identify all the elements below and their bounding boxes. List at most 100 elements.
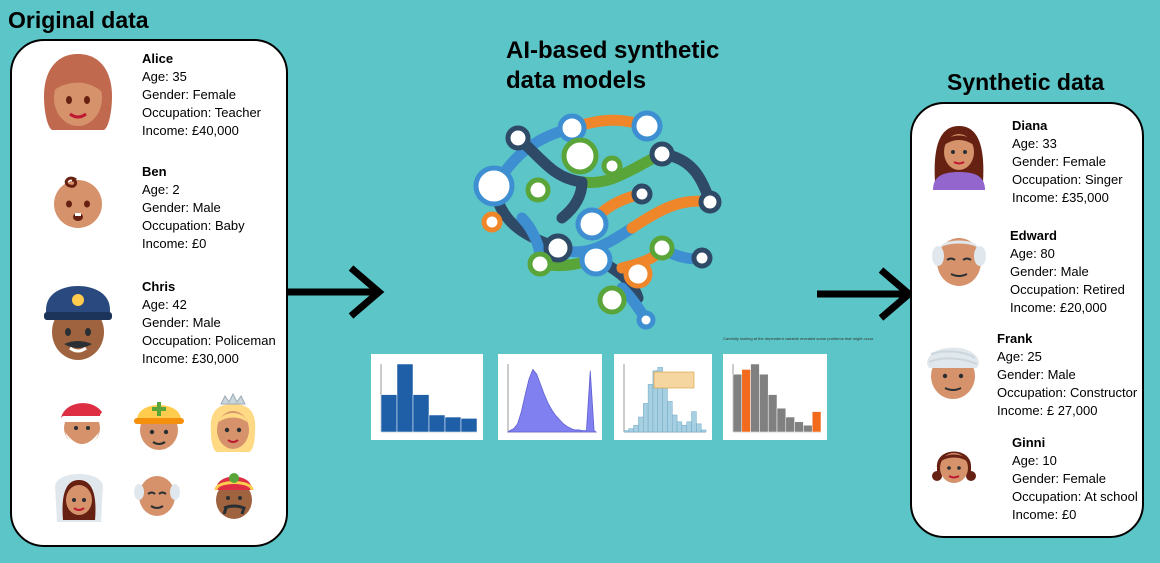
person-card-chris: Chris Age: 42 Gender: Male Occupation: P… bbox=[142, 278, 276, 368]
person-occupation: Occupation: Teacher bbox=[142, 105, 261, 120]
chart-bar bbox=[811, 411, 822, 433]
person-occupation: Occupation: Retired bbox=[1010, 282, 1125, 297]
chart-bar bbox=[686, 421, 692, 433]
chart-bar bbox=[794, 421, 804, 433]
person-gender: Gender: Male bbox=[142, 200, 221, 215]
chart-bar bbox=[633, 424, 639, 433]
models-title-line-2: data models bbox=[506, 67, 647, 94]
arrow-right-icon bbox=[287, 265, 385, 319]
chart-thumbnail-2 bbox=[498, 354, 602, 440]
police-officer-icon bbox=[44, 286, 112, 360]
person-name: Frank bbox=[997, 331, 1033, 346]
person-occupation: Occupation: Singer bbox=[1012, 172, 1123, 187]
woman-icon bbox=[44, 54, 112, 130]
chart-1-bars bbox=[380, 363, 478, 433]
chart-bar bbox=[741, 369, 751, 433]
old-man-icon bbox=[932, 238, 986, 286]
person-income: Income: £30,000 bbox=[142, 351, 239, 366]
bride-icon bbox=[55, 474, 103, 522]
chart-bar bbox=[444, 416, 462, 433]
person-age: Age: 10 bbox=[1012, 453, 1057, 468]
person-gender: Gender: Male bbox=[997, 367, 1076, 382]
person-income: Income: £0 bbox=[142, 236, 207, 251]
person-gender: Gender: Female bbox=[1012, 154, 1106, 169]
chart-bar bbox=[671, 414, 678, 433]
person-gender: Gender: Female bbox=[142, 87, 236, 102]
person-gender: Gender: Female bbox=[1012, 471, 1106, 486]
santa-icon bbox=[61, 403, 108, 448]
chart-2-area bbox=[506, 364, 598, 433]
chart-bar bbox=[803, 424, 813, 433]
synthetic-data-title: Synthetic data bbox=[947, 69, 1105, 95]
person-name: Diana bbox=[1012, 118, 1048, 133]
person-occupation: Occupation: Policeman bbox=[142, 333, 276, 348]
person-card-frank: Frank Age: 25 Gender: Male Occupation: C… bbox=[997, 330, 1137, 420]
person-age: Age: 35 bbox=[142, 69, 187, 84]
chart-bar bbox=[647, 384, 654, 433]
person-gender: Gender: Male bbox=[142, 315, 221, 330]
chart-bar bbox=[676, 421, 683, 433]
chart-bar bbox=[396, 363, 414, 433]
chart-bar bbox=[759, 373, 769, 433]
chart-bar bbox=[696, 423, 702, 433]
person-age: Age: 25 bbox=[997, 349, 1042, 364]
person-card-alice: Alice Age: 35 Gender: Female Occupation:… bbox=[142, 50, 261, 140]
person-name: Ginni bbox=[1012, 435, 1046, 450]
chart-bar bbox=[750, 363, 760, 433]
models-title-line-1: AI-based synthetic bbox=[506, 37, 720, 64]
person-card-edward: Edward Age: 80 Gender: Male Occupation: … bbox=[1010, 227, 1125, 317]
person-name: Edward bbox=[1010, 228, 1057, 243]
chart-3-bars bbox=[623, 364, 707, 433]
person-income: Income: £40,000 bbox=[142, 123, 239, 138]
chart-bar bbox=[460, 418, 478, 433]
person-gender: Gender: Male bbox=[1010, 264, 1089, 279]
chart-bar bbox=[767, 394, 778, 433]
chart-bar bbox=[643, 403, 649, 433]
person-age: Age: 80 bbox=[1010, 246, 1055, 261]
chart-bar bbox=[412, 394, 430, 433]
chart-bar bbox=[428, 414, 446, 433]
person-age: Age: 42 bbox=[142, 297, 187, 312]
chart-4-note: Carefully looking at the dependent varia… bbox=[723, 336, 874, 341]
chart-bar bbox=[380, 394, 398, 433]
person-income: Income: £20,000 bbox=[1010, 300, 1107, 315]
chart-bar bbox=[732, 373, 743, 433]
chart-4-bars bbox=[732, 363, 822, 433]
chart-area-series bbox=[506, 368, 598, 433]
chart-bar bbox=[700, 429, 707, 433]
chart-thumbnail-3 bbox=[614, 354, 712, 440]
baby-icon bbox=[54, 176, 102, 228]
man-with-cap-icon bbox=[214, 473, 254, 519]
man-with-turban-icon bbox=[927, 347, 979, 399]
chart-thumbnail-4 bbox=[723, 354, 827, 440]
brain-network-icon bbox=[473, 110, 722, 330]
person-card-ginni: Ginni Age: 10 Gender: Female Occupation:… bbox=[1012, 434, 1138, 524]
chart-bar bbox=[785, 416, 795, 433]
person-name: Ben bbox=[142, 164, 167, 179]
person-card-ben: Ben Age: 2 Gender: Male Occupation: Baby… bbox=[142, 163, 245, 253]
girl-icon bbox=[932, 451, 976, 483]
person-income: Income: £35,000 bbox=[1012, 190, 1109, 205]
chart-bar bbox=[628, 428, 634, 433]
chart-bar bbox=[623, 430, 630, 433]
construction-worker-icon bbox=[134, 402, 184, 450]
person-occupation: Occupation: Baby bbox=[142, 218, 245, 233]
person-occupation: Occupation: At school bbox=[1012, 489, 1138, 504]
arrow-right-icon bbox=[817, 267, 915, 321]
princess-icon bbox=[210, 392, 256, 452]
chart-bar bbox=[691, 411, 697, 433]
chart-3-annotation-box bbox=[653, 371, 695, 389]
chart-bar bbox=[638, 416, 644, 433]
chart-bar bbox=[667, 401, 673, 433]
person-income: Income: £ 27,000 bbox=[997, 403, 1098, 418]
person-name: Alice bbox=[142, 51, 174, 66]
old-man-icon bbox=[134, 476, 180, 516]
woman-icon bbox=[933, 126, 985, 190]
person-occupation: Occupation: Constructor bbox=[997, 385, 1138, 400]
chart-bar bbox=[662, 382, 668, 433]
models-title: AI-based synthetic data models bbox=[506, 36, 719, 96]
person-income: Income: £0 bbox=[1012, 507, 1077, 522]
person-age: Age: 33 bbox=[1012, 136, 1057, 151]
person-age: Age: 2 bbox=[142, 182, 180, 197]
person-name: Chris bbox=[142, 279, 176, 294]
